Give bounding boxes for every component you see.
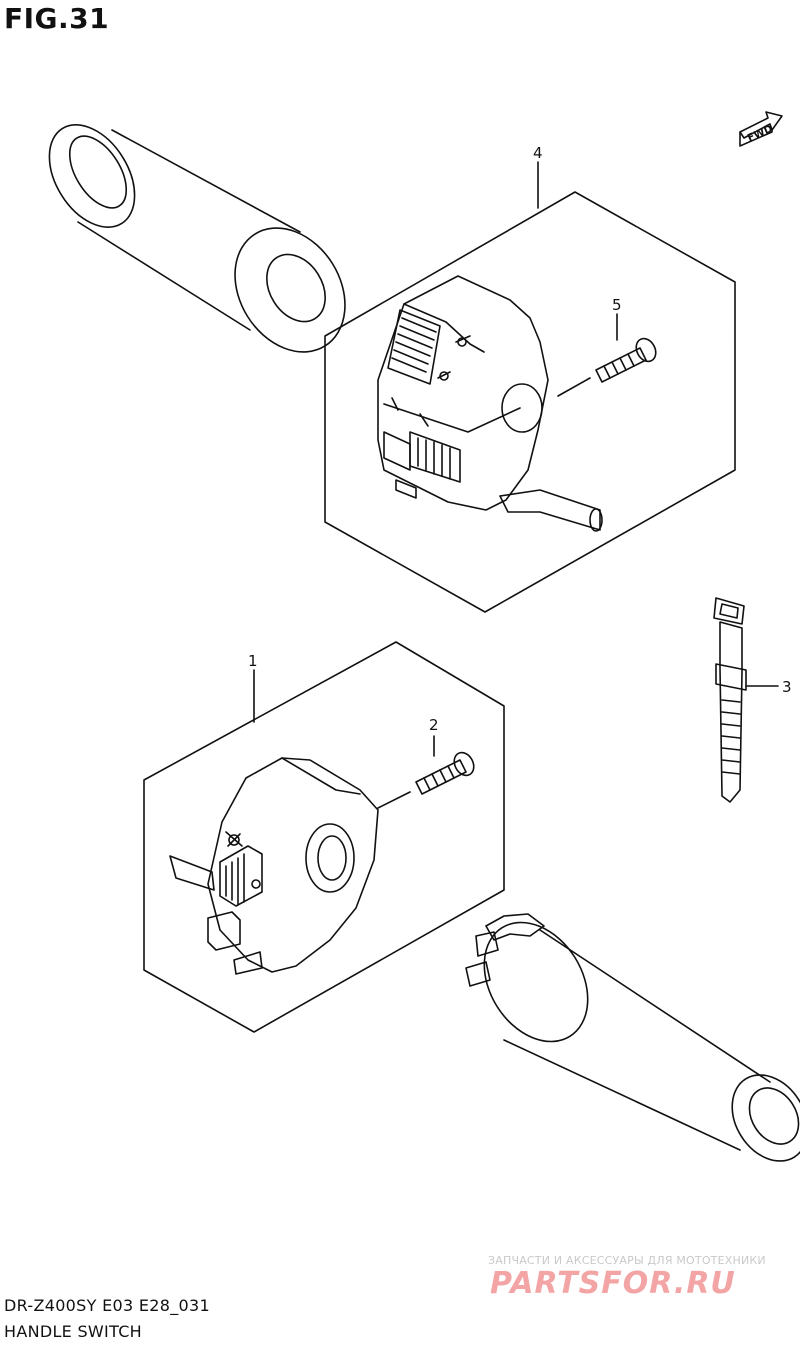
assembly-1-frame (143, 641, 505, 1033)
screw-5-drawing (557, 313, 657, 397)
right-handle-switch-drawing (377, 275, 603, 532)
model-code: DR-Z400SY E03 E28_031 (4, 1296, 210, 1315)
fwd-arrow-icon: FWD (739, 111, 783, 147)
left-handle-switch-drawing (169, 757, 379, 975)
watermark-subtitle: ЗАПЧАСТИ И АКСЕССУАРЫ ДЛЯ МОТОТЕХНИКИ (488, 1254, 766, 1267)
screw-2-drawing (377, 735, 475, 809)
left-grip-drawing (48, 124, 346, 353)
callout-3: 3 (782, 678, 792, 696)
watermark-logo: PARTSFOR.RU (490, 1266, 736, 1301)
callout-4: 4 (533, 144, 543, 162)
throttle-grip-drawing (465, 913, 800, 1162)
figure-title: FIG.31 (4, 2, 110, 35)
callout-5: 5 (612, 296, 622, 314)
diagram-caption: HANDLE SWITCH (4, 1322, 143, 1341)
assembly-4-frame (324, 161, 736, 613)
callout-1: 1 (248, 652, 258, 670)
cable-tie-3-drawing (713, 597, 779, 803)
callout-2: 2 (429, 716, 439, 734)
